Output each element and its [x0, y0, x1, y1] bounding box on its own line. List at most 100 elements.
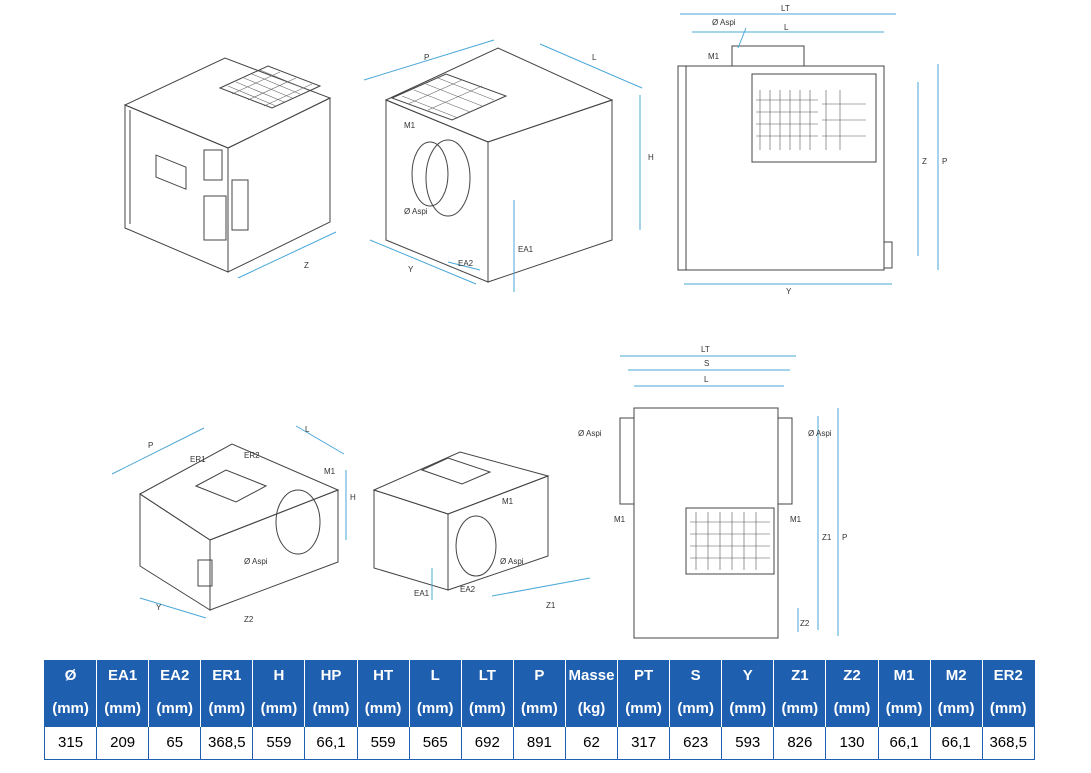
unit4-h-label: H: [350, 493, 356, 502]
unit2-m1-label: M1: [404, 121, 416, 130]
unit6-z1-label: Z1: [822, 533, 832, 542]
spec-units-row: (mm)(mm)(mm)(mm)(mm)(mm)(mm)(mm)(mm)(mm)…: [43, 691, 1035, 726]
spec-header-cell: Ø: [43, 660, 98, 691]
unit6-m1-left-label: M1: [614, 515, 626, 524]
unit1-z-label: Z: [304, 261, 309, 270]
spec-header-cell: M1: [877, 660, 931, 691]
spec-value-cell: 692: [460, 725, 514, 760]
spec-header-cell: Z1: [773, 660, 827, 691]
unit5-ea1-label: EA1: [414, 589, 430, 598]
unit5-z1-label: Z1: [546, 601, 556, 610]
spec-unit-cell: (mm): [356, 691, 410, 726]
spec-unit-cell: (mm): [877, 691, 931, 726]
technical-drawings: Z P L H M1 Ø Aspi Y EA2 EA1: [111, 4, 947, 639]
spec-value-cell: 623: [669, 725, 723, 760]
unit4-y-label: Y: [156, 603, 162, 612]
spec-unit-cell: (mm): [200, 691, 254, 726]
spec-header-cell: Y: [721, 660, 775, 691]
unit6-s-label: S: [704, 359, 709, 368]
spec-unit-cell: (mm): [721, 691, 775, 726]
spec-value-cell: 317: [617, 725, 671, 760]
spec-value-cell: 209: [96, 725, 150, 760]
spec-header-cell: S: [669, 660, 723, 691]
unit5-aspi-label: Ø Aspi: [500, 557, 524, 566]
unit4-l-label: L: [305, 425, 310, 434]
spec-value-cell: 315: [43, 725, 98, 760]
unit6-aspi-left-label: Ø Aspi: [578, 429, 602, 438]
spec-unit-cell: (mm): [460, 691, 514, 726]
unit4-m1-label: M1: [324, 467, 336, 476]
spec-value-cell: 65: [148, 725, 202, 760]
unit5-m1-label: M1: [502, 497, 514, 506]
spec-unit-cell: (mm): [512, 691, 566, 726]
unit6-aspi-right-label: Ø Aspi: [808, 429, 832, 438]
unit4-aspi-label: Ø Aspi: [244, 557, 268, 566]
unit2-ea2-label: EA2: [458, 259, 474, 268]
unit2-p-label: P: [424, 53, 429, 62]
spec-value-cell: 66,1: [929, 725, 983, 760]
unit-6-front-view: LT S L Ø Aspi Ø Aspi M1 M1 Z1 P Z2: [578, 345, 847, 639]
spec-header-cell: HT: [356, 660, 410, 691]
unit5-ea2-label: EA2: [460, 585, 476, 594]
unit-2-isometric-duct: P L H M1 Ø Aspi Y EA2 EA1: [363, 39, 654, 292]
spec-header-cell: P: [512, 660, 566, 691]
spec-unit-cell: (mm): [96, 691, 150, 726]
spec-unit-cell: (mm): [669, 691, 723, 726]
spec-header-cell: LT: [460, 660, 514, 691]
unit3-p-label: P: [942, 157, 947, 166]
unit-5-isometric-rear: M1 Ø Aspi EA1 EA2 Z1: [372, 451, 591, 610]
spec-unit-cell: (mm): [408, 691, 462, 726]
spec-unit-cell: (mm): [304, 691, 358, 726]
spec-value-cell: 559: [356, 725, 410, 760]
spec-unit-cell: (kg): [564, 691, 619, 726]
unit3-y-label: Y: [786, 287, 792, 296]
spec-header-cell: Z2: [825, 660, 879, 691]
spec-value-cell: 593: [721, 725, 775, 760]
spec-unit-cell: (mm): [43, 691, 98, 726]
unit6-p-label: P: [842, 533, 847, 542]
spec-header-cell: EA2: [148, 660, 202, 691]
unit4-p-label: P: [148, 441, 153, 450]
spec-value-cell: 66,1: [877, 725, 931, 760]
spec-header-cell: HP: [304, 660, 358, 691]
unit6-l-label: L: [704, 375, 709, 384]
spec-value-cell: 368,5: [200, 725, 254, 760]
unit4-z2-label: Z2: [244, 615, 254, 624]
unit2-aspi-label: Ø Aspi: [404, 207, 428, 216]
spec-unit-cell: (mm): [929, 691, 983, 726]
spec-header-cell: L: [408, 660, 462, 691]
spec-value-cell: 565: [408, 725, 462, 760]
spec-value-cell: 368,5: [981, 725, 1035, 760]
unit3-l-label: L: [784, 23, 789, 32]
unit4-er2-label: ER2: [244, 451, 260, 460]
spec-header-cell: Masse: [564, 660, 619, 691]
unit4-er1-label: ER1: [190, 455, 206, 464]
unit2-y-label: Y: [408, 265, 414, 274]
unit-4-isometric-side: P L ER1 ER2 M1 H Ø Aspi Y Z2: [111, 425, 356, 624]
spec-header-cell: EA1: [96, 660, 150, 691]
unit3-m1-label: M1: [708, 52, 720, 61]
spec-unit-cell: (mm): [825, 691, 879, 726]
spec-header-cell: PT: [617, 660, 671, 691]
unit-3-front-view: LT Ø Aspi L M1 Z P Y: [677, 4, 947, 296]
unit3-z-label: Z: [922, 157, 927, 166]
spec-value-cell: 559: [252, 725, 306, 760]
spec-value-cell: 62: [564, 725, 619, 760]
unit-1-isometric-front: Z: [123, 57, 337, 279]
spec-unit-cell: (mm): [981, 691, 1035, 726]
unit6-z2-label: Z2: [800, 619, 810, 628]
spec-value-cell: 891: [512, 725, 566, 760]
spec-unit-cell: (mm): [617, 691, 671, 726]
spec-header-cell: ER1: [200, 660, 254, 691]
spec-unit-cell: (mm): [148, 691, 202, 726]
spec-value-cell: 826: [773, 725, 827, 760]
spec-value-cell: 66,1: [304, 725, 358, 760]
spec-header-cell: ER2: [981, 660, 1035, 691]
unit3-aspi-label: Ø Aspi: [712, 18, 736, 27]
spec-unit-cell: (mm): [773, 691, 827, 726]
unit6-m1-right-label: M1: [790, 515, 802, 524]
unit3-lt-label: LT: [781, 4, 790, 13]
